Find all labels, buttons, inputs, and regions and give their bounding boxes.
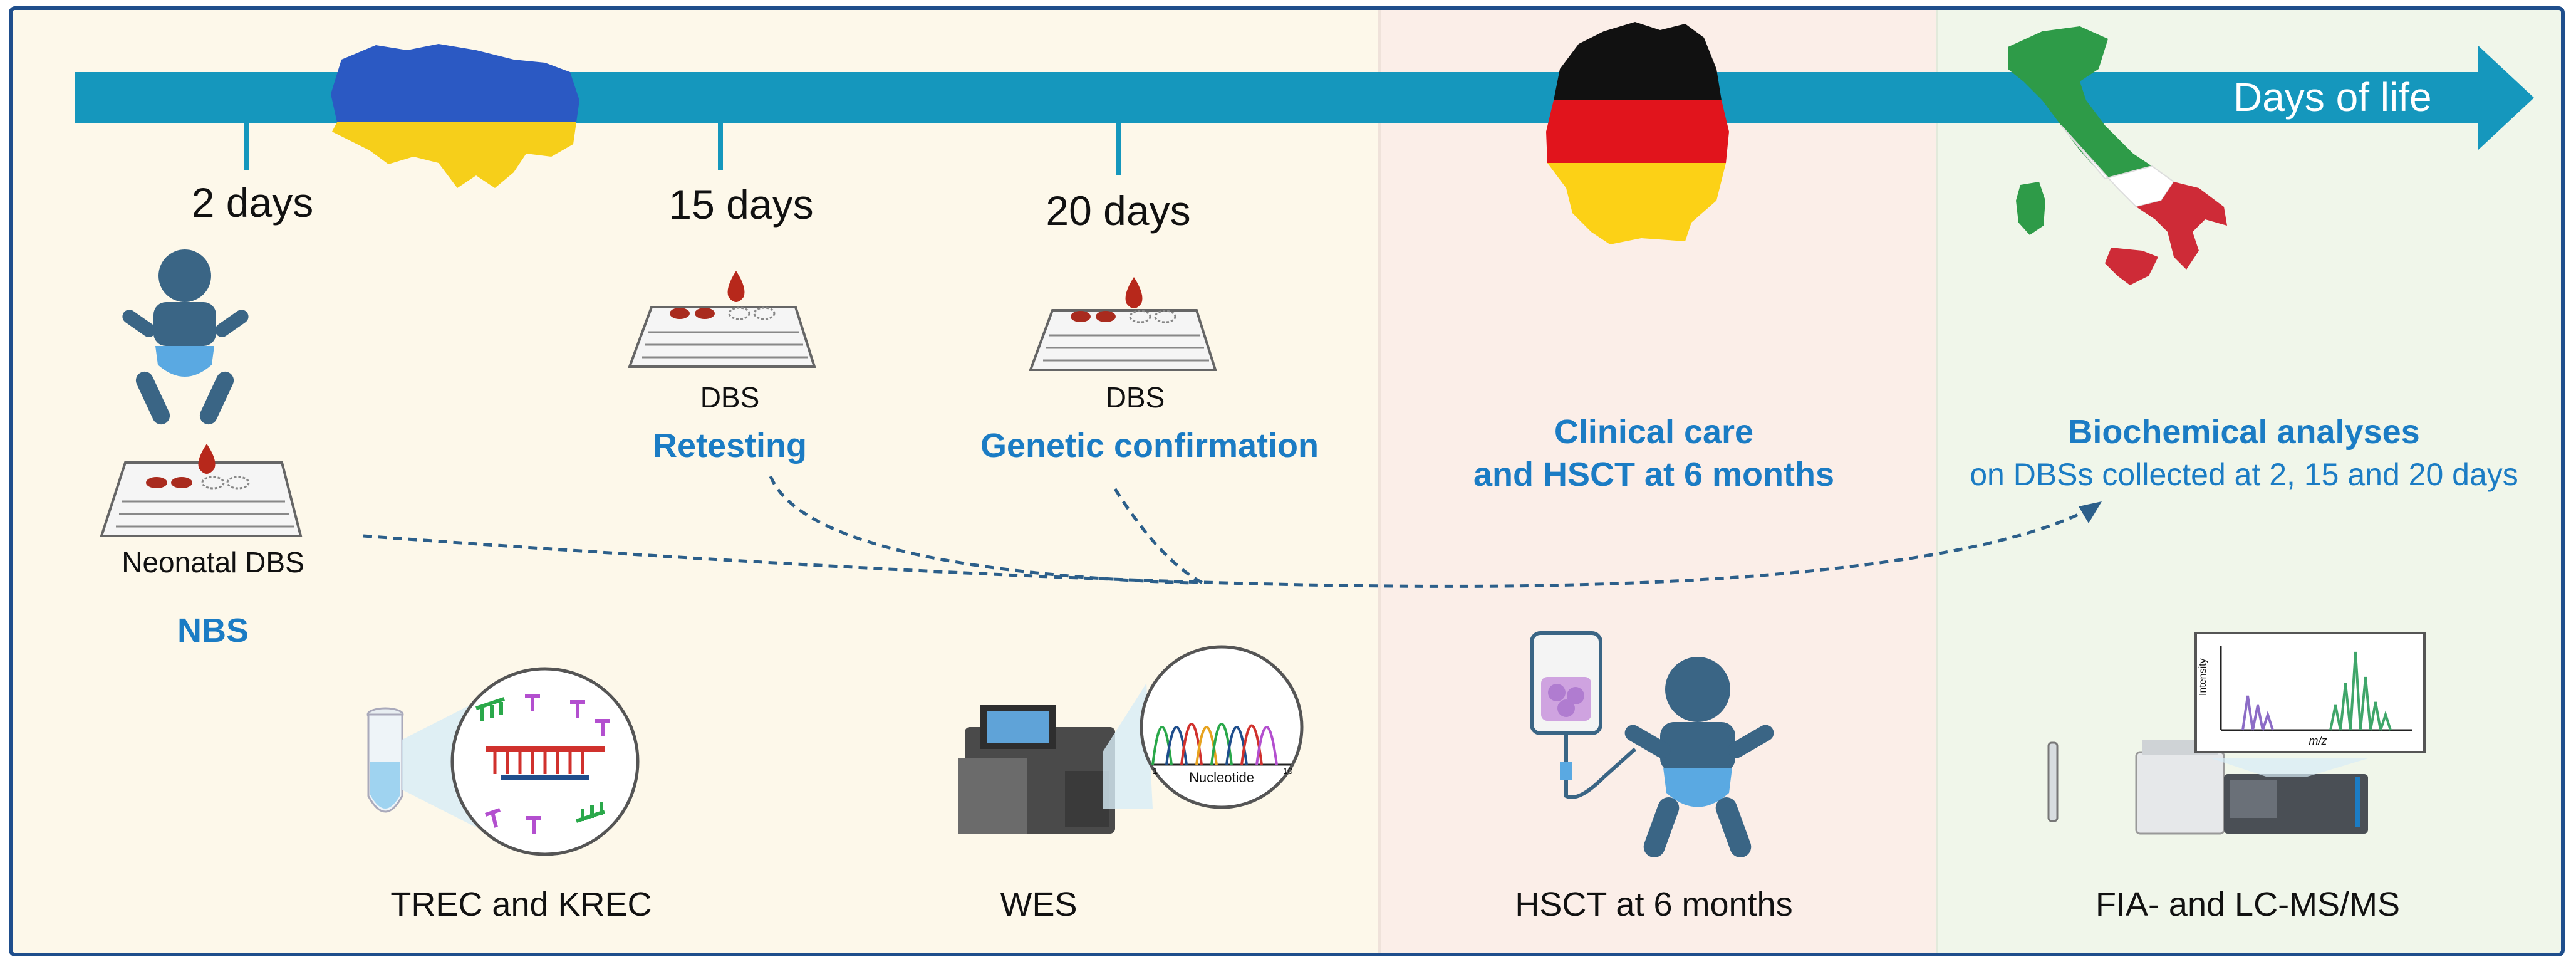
- dbs-card-icon: [100, 444, 303, 537]
- tick-label-15-days: 15 days: [668, 181, 814, 228]
- dbs-card-confirm-icon: [1029, 277, 1217, 371]
- method-ms: FIA- and LC-MS/MS: [2095, 886, 2401, 923]
- method-wes: WES: [1000, 886, 1078, 923]
- diaper-hsct-icon: [1663, 768, 1732, 807]
- method-hsct: HSCT at 6 months: [1515, 886, 1793, 923]
- method-trec-krec: TREC and KREC: [390, 886, 652, 923]
- dbs-neonatal-label: Neonatal DBS: [122, 546, 304, 579]
- stage-retesting: Retesting: [652, 427, 808, 464]
- stage-genetic-confirmation: Genetic confirmation: [980, 427, 1319, 464]
- stage-clinical-care-line1: Clinical care: [1554, 413, 1754, 451]
- timeline-ticks: [244, 123, 1121, 175]
- stage-biochemical-subtitle: on DBSs collected at 2, 15 and 20 days: [1970, 457, 2518, 492]
- chromatogram-axis-label: Nucleotide: [1189, 770, 1254, 785]
- spectrum-y-axis-label: Intensity: [2198, 658, 2208, 696]
- mass-spectrometer-icon: [2047, 740, 2368, 835]
- dbs-retest-label: DBS: [700, 381, 760, 414]
- iv-bag-icon: [1530, 631, 1637, 799]
- diaper-icon: [155, 346, 214, 377]
- timeline-axis-label: Days of life: [2233, 75, 2432, 120]
- test-tube-icon: [366, 707, 404, 813]
- mass-spectrum-icon: [2194, 632, 2426, 753]
- ukraine-map-icon: [331, 44, 579, 188]
- germany-map-icon: [1546, 22, 1729, 244]
- spectrum-x-axis-label: m/z: [2309, 735, 2327, 747]
- stage-biochemical-title: Biochemical analyses: [2068, 413, 2420, 451]
- baby-hsct-icon: [1624, 657, 1774, 858]
- dbs-card-retest-icon: [628, 271, 816, 368]
- tick-label-2-days: 2 days: [191, 179, 314, 226]
- italy-map-icon: [2008, 26, 2227, 285]
- sequencer-icon: [958, 705, 1115, 834]
- stage-clinical-care-line2: and HSCT at 6 months: [1473, 456, 1835, 493]
- connector-arrowhead: [2079, 501, 2102, 523]
- chromatogram-tick-start: 1: [1153, 766, 1158, 776]
- dna-probe-icon: [450, 667, 640, 856]
- chromatogram-tick-end: 10: [1283, 766, 1293, 776]
- magnifier-cone-2: [1103, 683, 1153, 809]
- dbs-confirm-label: DBS: [1105, 381, 1165, 414]
- stage-nbs: NBS: [177, 612, 249, 649]
- baby-icon: [122, 249, 249, 425]
- chromatogram-icon: [1140, 645, 1304, 809]
- dashed-connectors: [363, 476, 2087, 588]
- magnifier-cone-3: [2211, 758, 2368, 777]
- tick-label-20-days: 20 days: [1046, 187, 1191, 234]
